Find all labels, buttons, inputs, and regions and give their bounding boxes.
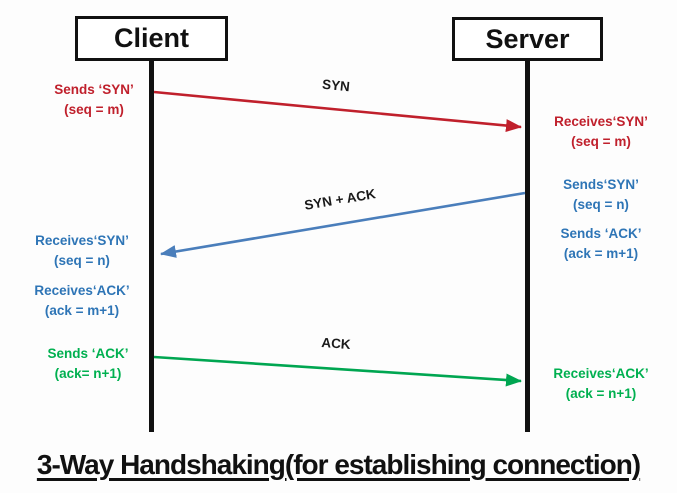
- server-receives-syn-note: Receives‘SYN’ (seq = m): [539, 112, 663, 152]
- server-actor-box: Server: [452, 17, 603, 61]
- diagram-title: 3-Way Handshaking(for establishing conne…: [36, 449, 641, 480]
- server-sends-ack-note: Sends ‘ACK’ (ack = m+1): [539, 224, 663, 264]
- client-receives-syn-note: Receives‘SYN’ (seq = n): [20, 231, 144, 271]
- client-lifeline: [149, 61, 154, 432]
- note-line-2: (ack = n+1): [565, 386, 637, 401]
- note-line-1: Sends‘SYN’: [563, 177, 639, 192]
- note-line-1: Sends ‘SYN’: [54, 82, 134, 97]
- note-line-1: Receives‘ACK’: [553, 366, 649, 381]
- ack-arrow: [153, 355, 522, 387]
- server-receives-ack-note: Receives‘ACK’ (ack = n+1): [539, 364, 663, 404]
- note-line-1: Receives‘SYN’: [35, 233, 129, 248]
- client-actor-box: Client: [75, 16, 228, 61]
- client-receives-ack-note: Receives‘ACK’ (ack = m+1): [20, 281, 144, 321]
- note-line-2: (ack = m+1): [44, 303, 120, 318]
- syn-ack-arrow: [160, 191, 526, 258]
- server-lifeline: [525, 61, 530, 432]
- client-sends-syn-note: Sends ‘SYN’ (seq = m): [32, 80, 156, 120]
- note-line-2: (seq = n): [573, 197, 629, 212]
- note-line-2: (seq = n): [54, 253, 110, 268]
- server-actor-label: Server: [485, 23, 570, 54]
- client-sends-ack-note: Sends ‘ACK’ (ack= n+1): [26, 344, 150, 384]
- note-line-1: Receives‘ACK’: [34, 283, 130, 298]
- note-line-2: (seq = m): [571, 134, 631, 149]
- note-line-2: (ack = m+1): [563, 246, 639, 261]
- note-line-2: (seq = m): [64, 102, 124, 117]
- note-line-1: Receives‘SYN’: [554, 114, 648, 129]
- note-line-2: (ack= n+1): [54, 366, 122, 381]
- note-line-1: Sends ‘ACK’: [47, 346, 129, 361]
- client-actor-label: Client: [113, 23, 189, 53]
- server-sends-syn-note: Sends‘SYN’ (seq = n): [539, 175, 663, 215]
- syn-arrow: [153, 90, 522, 133]
- note-line-1: Sends ‘ACK’: [560, 226, 642, 241]
